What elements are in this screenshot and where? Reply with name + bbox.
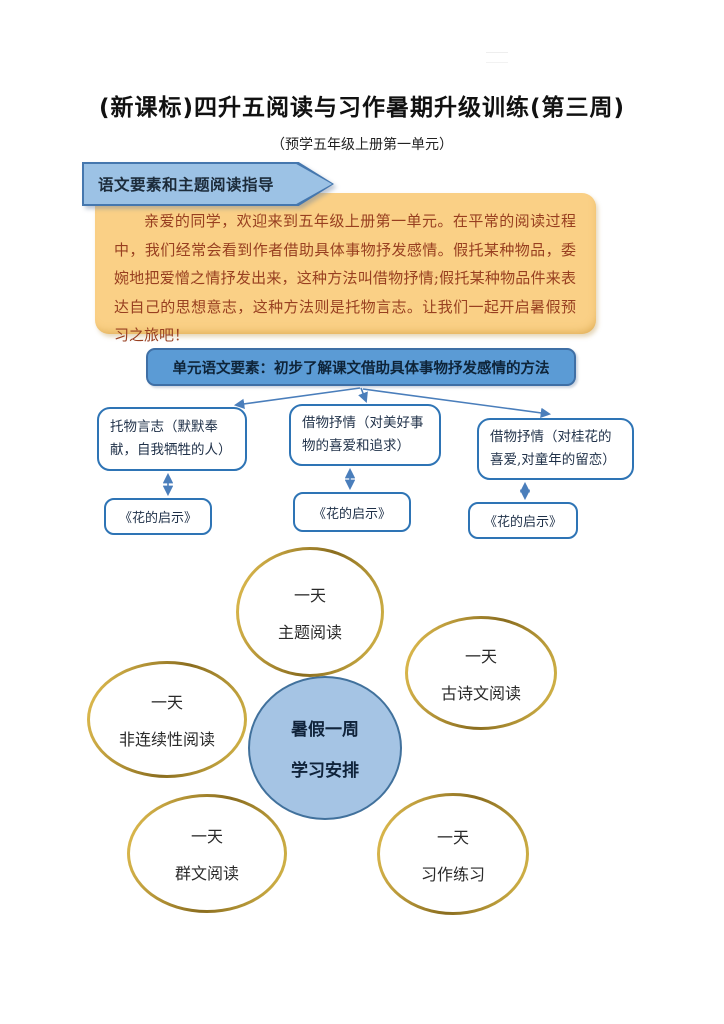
page-subtitle: （预学五年级上册第一单元） bbox=[271, 137, 453, 153]
day-circle-line2: 习作练习 bbox=[420, 864, 485, 884]
faint-artifact bbox=[486, 52, 508, 63]
day-circle-line1: 一天 bbox=[190, 827, 223, 846]
unit-element-label: 单元语文要素：初步了解课文借助具体事物抒发感情的方法 bbox=[172, 360, 550, 377]
article-box-1: 《花的启示》 bbox=[104, 498, 212, 535]
day-circle-line2: 非连续性阅读 bbox=[118, 730, 215, 749]
center-circle-line1: 暑假一周 bbox=[291, 720, 359, 740]
center-circle-line2: 学习安排 bbox=[291, 761, 359, 781]
schedule-day-circle-theme-reading: 一天 主题阅读 bbox=[236, 547, 384, 677]
day-circle-line2: 主题阅读 bbox=[277, 622, 342, 642]
day-circle-line2: 群文阅读 bbox=[174, 864, 239, 883]
day-circle-line1: 一天 bbox=[150, 693, 183, 712]
branch-box-2: 借物抒情（对美好事物的喜爱和追求） bbox=[289, 404, 441, 466]
branch-box-3: 借物抒情（对桂花的喜爱,对童年的留恋） bbox=[477, 418, 634, 480]
guide-banner-label: 语文要素和主题阅读指导 bbox=[84, 164, 332, 204]
day-circle-line1: 一天 bbox=[293, 585, 326, 605]
schedule-day-circle-ancient-poetry: 一天 古诗文阅读 bbox=[405, 616, 557, 730]
branch-label-3: 借物抒情（对桂花的喜爱,对童年的留恋） bbox=[490, 429, 616, 468]
article-label-3: 《花的启示》 bbox=[483, 515, 562, 530]
page-title: (新课标)四升五阅读与习作暑期升级训练(第三周) bbox=[98, 95, 626, 121]
day-circle-line2: 古诗文阅读 bbox=[440, 683, 521, 703]
branch-arrow-middle bbox=[358, 387, 368, 403]
guide-banner: 语文要素和主题阅读指导 bbox=[82, 162, 334, 206]
intro-paragraph: 亲爱的同学，欢迎来到五年级上册第一单元。在平常的阅读过程中，我们经常会看到作者借… bbox=[114, 212, 576, 344]
schedule-day-circle-group-reading: 一天 群文阅读 bbox=[127, 794, 287, 913]
article-box-3: 《花的启示》 bbox=[468, 502, 578, 539]
unit-element-box: 单元语文要素：初步了解课文借助具体事物抒发感情的方法 bbox=[146, 348, 576, 386]
branch-arrow-left bbox=[233, 387, 361, 410]
branch-label-1: 托物言志（默默奉献，自我牺牲的人） bbox=[110, 419, 232, 458]
day-circle-line1: 一天 bbox=[436, 827, 469, 847]
article-box-2: 《花的启示》 bbox=[293, 492, 411, 532]
branch-box-1: 托物言志（默默奉献，自我牺牲的人） bbox=[97, 407, 247, 471]
schedule-day-circle-noncontinuous-reading: 一天 非连续性阅读 bbox=[87, 661, 247, 778]
schedule-center-circle: 暑假一周 学习安排 bbox=[248, 676, 402, 820]
article-label-1: 《花的启示》 bbox=[118, 511, 197, 526]
day-circle-line1: 一天 bbox=[464, 646, 497, 666]
article-label-2: 《花的启示》 bbox=[312, 506, 391, 522]
schedule-day-circle-writing-practice: 一天 习作练习 bbox=[377, 793, 529, 915]
intro-box: 亲爱的同学，欢迎来到五年级上册第一单元。在平常的阅读过程中，我们经常会看到作者借… bbox=[95, 193, 596, 344]
branch-label-2: 借物抒情（对美好事物的喜爱和追求） bbox=[302, 415, 424, 454]
